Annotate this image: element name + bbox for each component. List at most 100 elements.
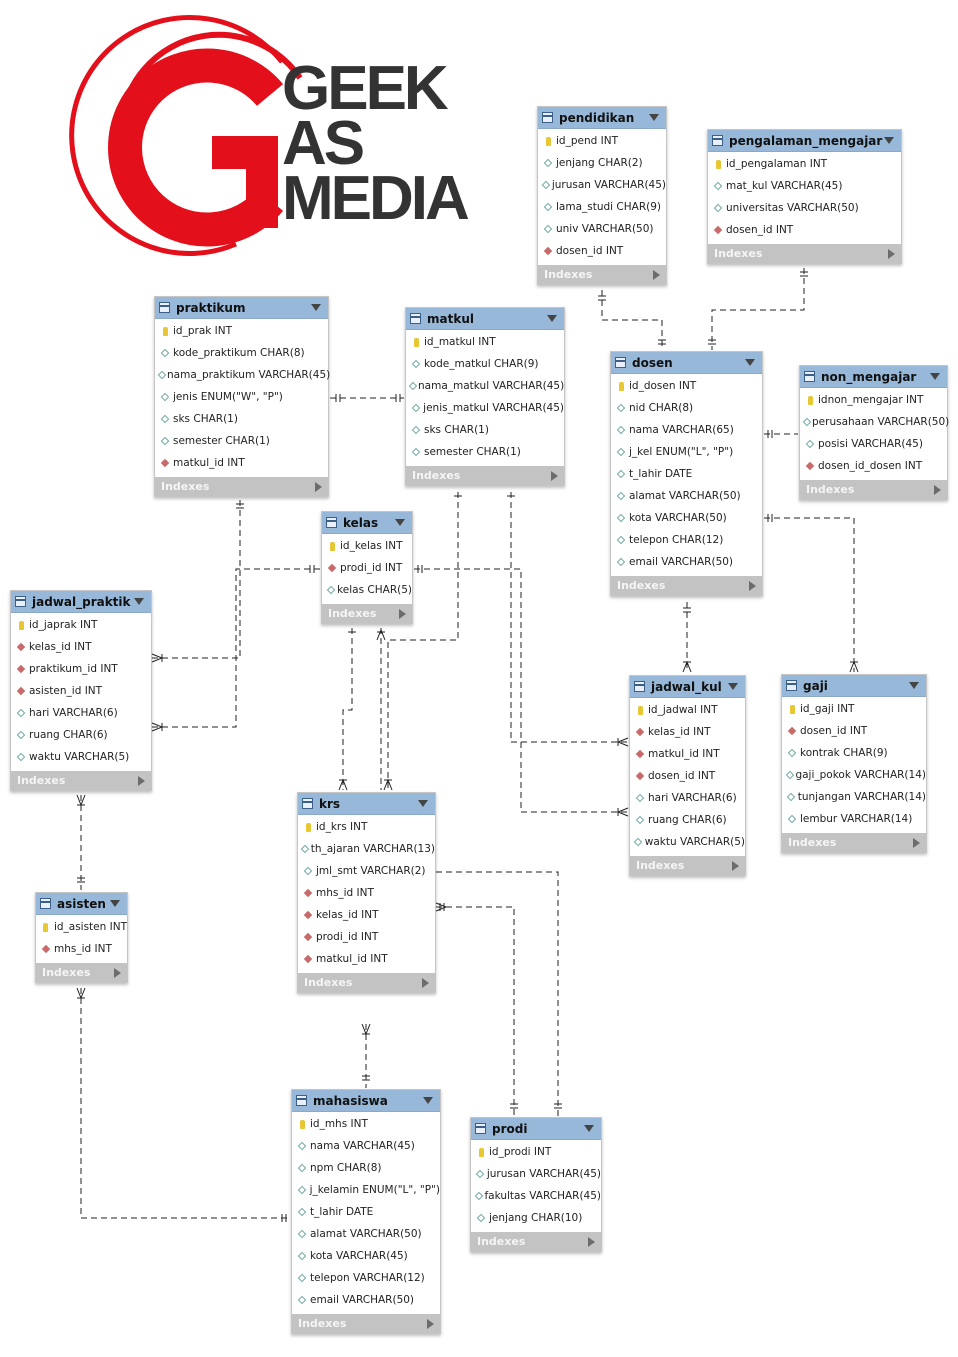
expand-arrow-icon[interactable] xyxy=(732,860,739,871)
column-row[interactable]: dosen_id INT xyxy=(782,720,926,742)
chevron-down-icon[interactable] xyxy=(930,373,940,380)
expand-arrow-icon[interactable] xyxy=(114,967,121,978)
table-header[interactable]: pendidikan xyxy=(538,107,666,129)
column-row[interactable]: perusahaan VARCHAR(50) xyxy=(800,411,949,433)
column-row[interactable]: id_jadwal INT xyxy=(630,699,745,721)
table-header[interactable]: non_mengajar xyxy=(800,366,947,388)
column-row[interactable]: asisten_id INT xyxy=(11,680,151,702)
column-row[interactable]: npm CHAR(8) xyxy=(292,1157,440,1179)
column-row[interactable]: mat_kul VARCHAR(45) xyxy=(708,175,901,197)
indexes-section[interactable]: Indexes xyxy=(800,480,947,499)
column-row[interactable]: j_kel ENUM("L", "P") xyxy=(611,441,762,463)
column-row[interactable]: telepon CHAR(12) xyxy=(611,529,762,551)
column-row[interactable]: jenis ENUM("W", "P") xyxy=(155,386,328,408)
indexes-section[interactable]: Indexes xyxy=(292,1314,440,1333)
indexes-section[interactable]: Indexes xyxy=(36,963,127,982)
expand-arrow-icon[interactable] xyxy=(934,484,941,495)
table-header[interactable]: dosen xyxy=(611,352,762,374)
column-row[interactable]: tunjangan VARCHAR(14) xyxy=(782,786,926,808)
column-row[interactable]: prodi_id INT xyxy=(298,926,435,948)
column-row[interactable]: kode_matkul CHAR(9) xyxy=(406,353,564,375)
column-row[interactable]: lembur VARCHAR(14) xyxy=(782,808,926,830)
column-row[interactable]: waktu VARCHAR(5) xyxy=(11,746,151,768)
expand-arrow-icon[interactable] xyxy=(913,837,920,848)
indexes-section[interactable]: Indexes xyxy=(298,973,435,992)
column-row[interactable]: gaji_pokok VARCHAR(14) xyxy=(782,764,926,786)
column-row[interactable]: dosen_id INT xyxy=(538,240,666,262)
column-row[interactable]: jml_smt VARCHAR(2) xyxy=(298,860,435,882)
column-row[interactable]: semester CHAR(1) xyxy=(155,430,328,452)
chevron-down-icon[interactable] xyxy=(110,900,120,907)
column-row[interactable]: matkul_id INT xyxy=(298,948,435,970)
indexes-section[interactable]: Indexes xyxy=(471,1232,601,1251)
indexes-section[interactable]: Indexes xyxy=(782,833,926,852)
indexes-section[interactable]: Indexes xyxy=(708,244,901,263)
chevron-down-icon[interactable] xyxy=(884,137,894,144)
column-row[interactable]: kelas_id INT xyxy=(298,904,435,926)
column-row[interactable]: nid CHAR(8) xyxy=(611,397,762,419)
table-header[interactable]: jadwal_kul xyxy=(630,676,745,698)
expand-arrow-icon[interactable] xyxy=(588,1236,595,1247)
column-row[interactable]: id_dosen INT xyxy=(611,375,762,397)
column-row[interactable]: jurusan VARCHAR(45) xyxy=(471,1163,601,1185)
column-row[interactable]: matkul_id INT xyxy=(630,743,745,765)
column-row[interactable]: jenis_matkul VARCHAR(45) xyxy=(406,397,564,419)
table-header[interactable]: prodi xyxy=(471,1118,601,1140)
expand-arrow-icon[interactable] xyxy=(653,269,660,280)
column-row[interactable]: email VARCHAR(50) xyxy=(292,1289,440,1311)
table-header[interactable]: asisten xyxy=(36,893,127,915)
column-row[interactable]: kota VARCHAR(50) xyxy=(611,507,762,529)
column-row[interactable]: semester CHAR(1) xyxy=(406,441,564,463)
column-row[interactable]: id_prodi INT xyxy=(471,1141,601,1163)
expand-arrow-icon[interactable] xyxy=(551,470,558,481)
column-row[interactable]: nama VARCHAR(45) xyxy=(292,1135,440,1157)
expand-arrow-icon[interactable] xyxy=(315,481,322,492)
chevron-down-icon[interactable] xyxy=(311,304,321,311)
table-header[interactable]: praktikum xyxy=(155,297,328,319)
column-row[interactable]: id_asisten INT xyxy=(36,916,127,938)
table-header[interactable]: krs xyxy=(298,793,435,815)
column-row[interactable]: kelas CHAR(5) xyxy=(322,579,412,601)
chevron-down-icon[interactable] xyxy=(418,800,428,807)
chevron-down-icon[interactable] xyxy=(547,315,557,322)
column-row[interactable]: alamat VARCHAR(50) xyxy=(292,1223,440,1245)
column-row[interactable]: id_krs INT xyxy=(298,816,435,838)
column-row[interactable]: dosen_id INT xyxy=(708,219,901,241)
chevron-down-icon[interactable] xyxy=(649,114,659,121)
column-row[interactable]: kelas_id INT xyxy=(630,721,745,743)
chevron-down-icon[interactable] xyxy=(423,1097,433,1104)
column-row[interactable]: id_japrak INT xyxy=(11,614,151,636)
table-header[interactable]: matkul xyxy=(406,308,564,330)
expand-arrow-icon[interactable] xyxy=(749,580,756,591)
indexes-section[interactable]: Indexes xyxy=(630,856,745,875)
column-row[interactable]: id_mhs INT xyxy=(292,1113,440,1135)
column-row[interactable]: th_ajaran VARCHAR(13) xyxy=(298,838,435,860)
chevron-down-icon[interactable] xyxy=(584,1125,594,1132)
column-row[interactable]: id_pengalaman INT xyxy=(708,153,901,175)
column-row[interactable]: sks CHAR(1) xyxy=(155,408,328,430)
column-row[interactable]: universitas VARCHAR(50) xyxy=(708,197,901,219)
column-row[interactable]: nama_praktikum VARCHAR(45) xyxy=(155,364,330,386)
column-row[interactable]: praktikum_id INT xyxy=(11,658,151,680)
expand-arrow-icon[interactable] xyxy=(422,977,429,988)
chevron-down-icon[interactable] xyxy=(395,519,405,526)
column-row[interactable]: kelas_id INT xyxy=(11,636,151,658)
column-row[interactable]: id_prak INT xyxy=(155,320,328,342)
column-row[interactable]: jurusan VARCHAR(45) xyxy=(538,174,666,196)
column-row[interactable]: email VARCHAR(50) xyxy=(611,551,762,573)
indexes-section[interactable]: Indexes xyxy=(11,771,151,790)
column-row[interactable]: dosen_id_dosen INT xyxy=(800,455,947,477)
chevron-down-icon[interactable] xyxy=(728,683,738,690)
column-row[interactable]: hari VARCHAR(6) xyxy=(11,702,151,724)
column-row[interactable]: prodi_id INT xyxy=(322,557,412,579)
column-row[interactable]: ruang CHAR(6) xyxy=(630,809,745,831)
